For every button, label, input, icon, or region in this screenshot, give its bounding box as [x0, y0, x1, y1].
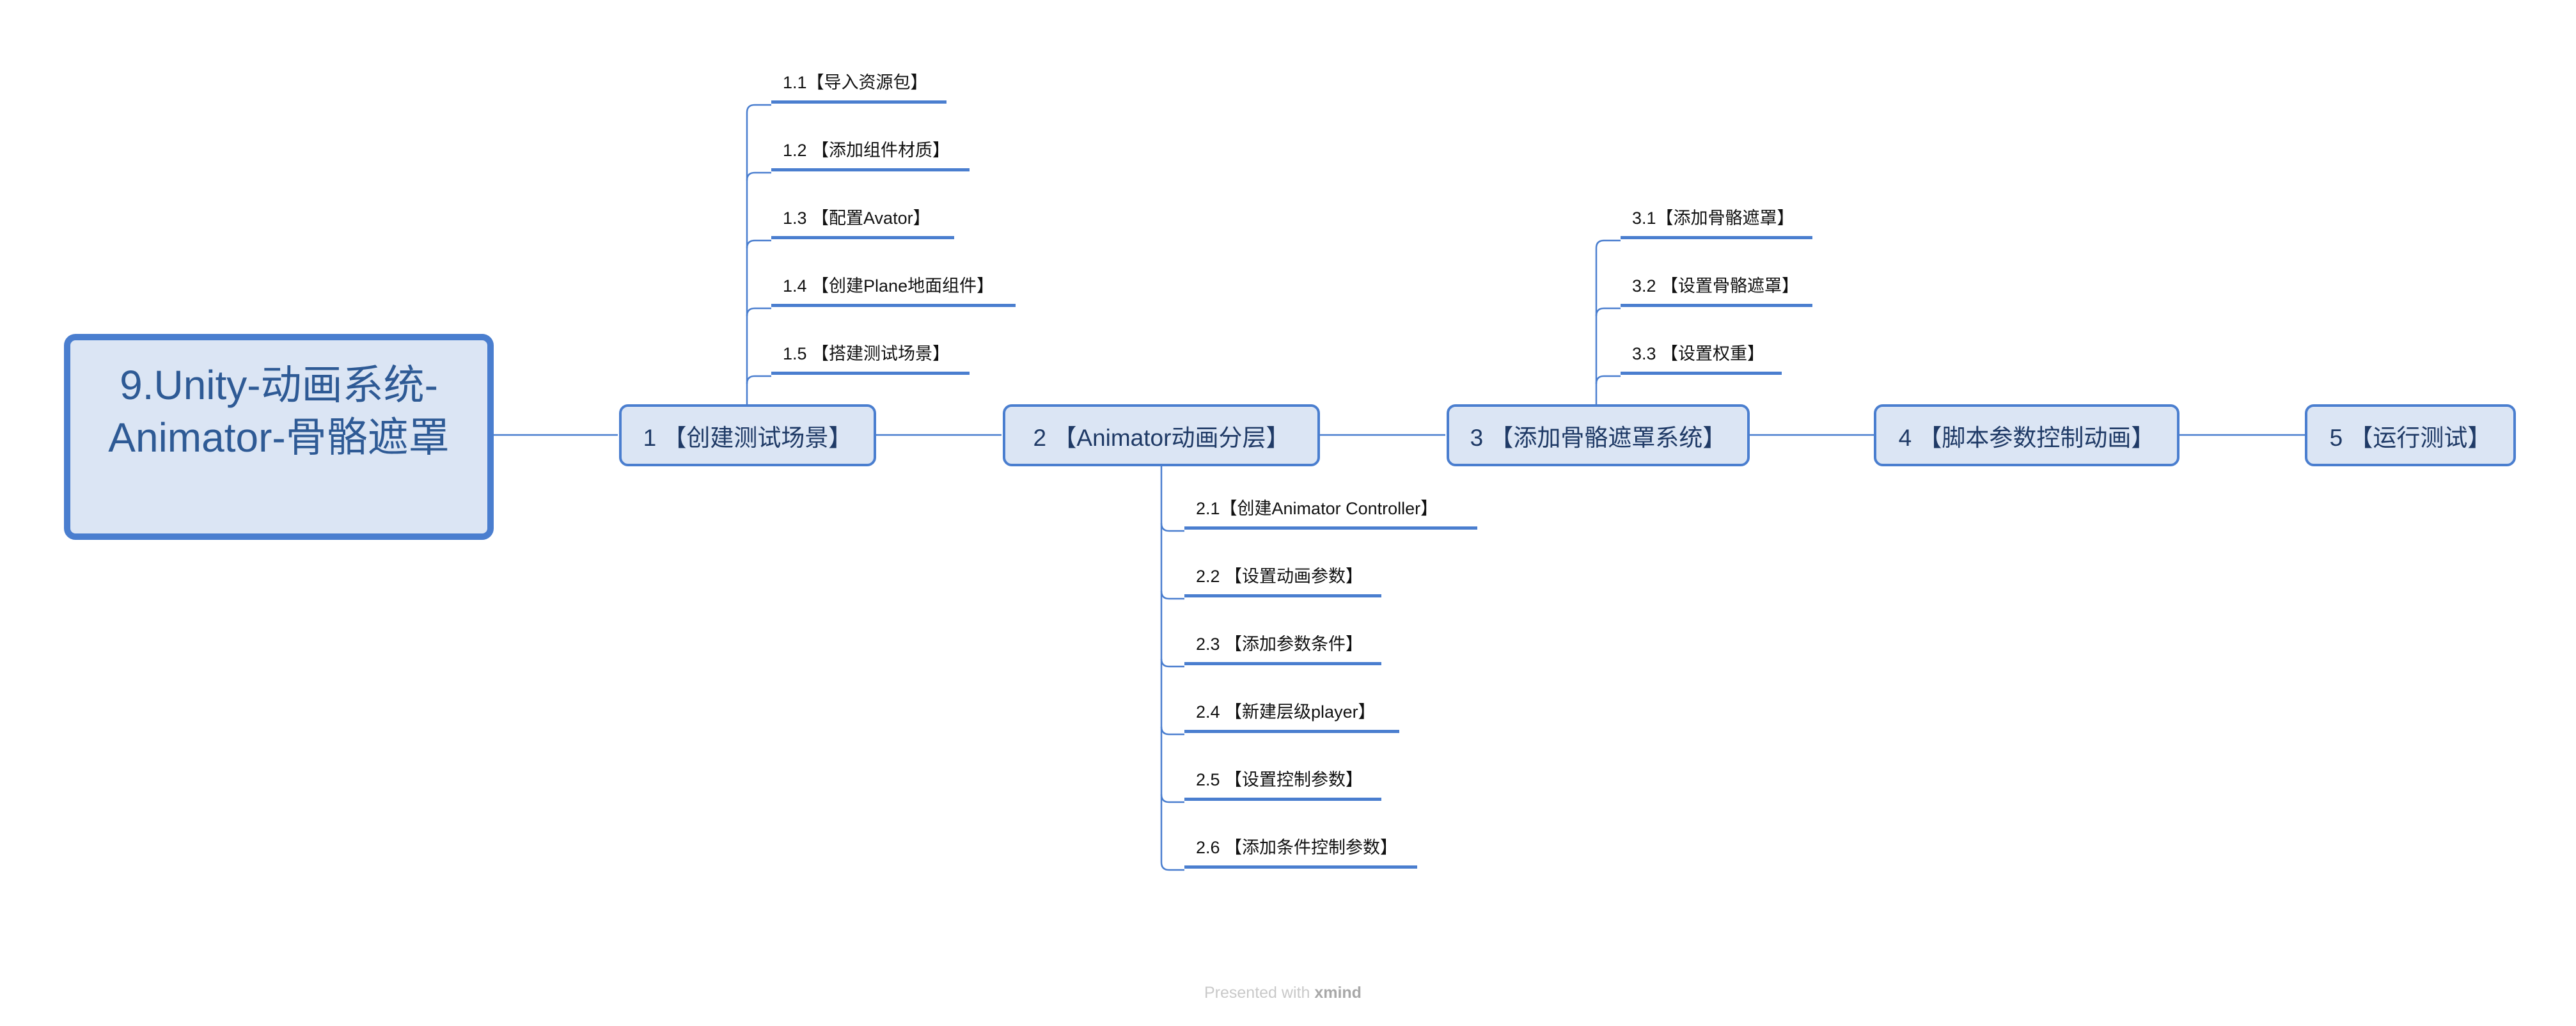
branch-1-4 [746, 307, 771, 317]
topic-5[interactable]: 5 【运行测试】 [2305, 404, 2516, 466]
footer-brand: xmind [1314, 984, 1362, 1002]
topic-2[interactable]: 2 【Animator动画分层】 [1003, 404, 1320, 466]
topic-5-label: 5 【运行测试】 [2329, 424, 2492, 451]
subtopic-1-1[interactable]: 1.1【导入资源包】 [771, 72, 946, 104]
topic-3[interactable]: 3 【添加骨骼遮罩系统】 [1447, 404, 1750, 466]
branch-2-5 [1160, 794, 1184, 803]
branch-3-2 [1595, 307, 1621, 317]
branch-1-1 [746, 104, 771, 406]
topic-4[interactable]: 4 【脚本参数控制动画】 [1874, 404, 2179, 466]
branch-3-3 [1595, 375, 1621, 384]
subtopic-1-2[interactable]: 1.2 【添加组件材质】 [771, 139, 970, 171]
subtopic-3-2[interactable]: 3.2 【设置骨骼遮罩】 [1621, 275, 1812, 307]
subtopic-2-5[interactable]: 2.5 【设置控制参数】 [1184, 769, 1381, 801]
topic-3-label: 3 【添加骨骼遮罩系统】 [1470, 424, 1727, 451]
subtopic-2-3[interactable]: 2.3 【添加参数条件】 [1184, 633, 1381, 665]
footer-watermark: Presented with xmind [1204, 984, 1362, 1002]
branch-1-2 [746, 171, 771, 181]
topic-1-label: 1 【创建测试场景】 [643, 424, 852, 451]
subtopic-2-6[interactable]: 2.6 【添加条件控制参数】 [1184, 837, 1417, 869]
subtopic-2-1[interactable]: 2.1【创建Animator Controller】 [1184, 498, 1477, 530]
subtopic-2-2[interactable]: 2.2 【设置动画参数】 [1184, 565, 1381, 597]
branch-3-1 [1595, 239, 1621, 406]
subtopic-2-4[interactable]: 2.4 【新建层级player】 [1184, 701, 1399, 733]
subtopic-1-4[interactable]: 1.4 【创建Plane地面组件】 [771, 275, 1016, 307]
branch-2-1 [1160, 523, 1184, 532]
branch-2-3 [1160, 658, 1184, 668]
subtopic-1-5[interactable]: 1.5 【搭建测试场景】 [771, 343, 970, 375]
footer-prefix: Presented with [1204, 984, 1310, 1002]
topic-2-label: 2 【Animator动画分层】 [1033, 424, 1290, 451]
branch-1-5 [746, 375, 771, 384]
topic-1[interactable]: 1 【创建测试场景】 [619, 404, 876, 466]
branch-2-6 [1160, 466, 1184, 871]
branch-1-3 [746, 239, 771, 249]
subtopic-1-3[interactable]: 1.3 【配置Avator】 [771, 207, 954, 239]
subtopic-3-1[interactable]: 3.1【添加骨骼遮罩】 [1621, 207, 1812, 239]
subtopic-3-3[interactable]: 3.3 【设置权重】 [1621, 343, 1782, 375]
branch-2-2 [1160, 590, 1184, 600]
topic-4-label: 4 【脚本参数控制动画】 [1898, 424, 2155, 451]
root-topic[interactable]: 9.Unity-动画系统- Animator-骨骼遮罩 [64, 334, 494, 540]
root-title-line2: Animator-骨骼遮罩 [108, 414, 450, 461]
root-title-line1: 9.Unity-动画系统- [120, 362, 438, 408]
branch-2-4 [1160, 726, 1184, 736]
